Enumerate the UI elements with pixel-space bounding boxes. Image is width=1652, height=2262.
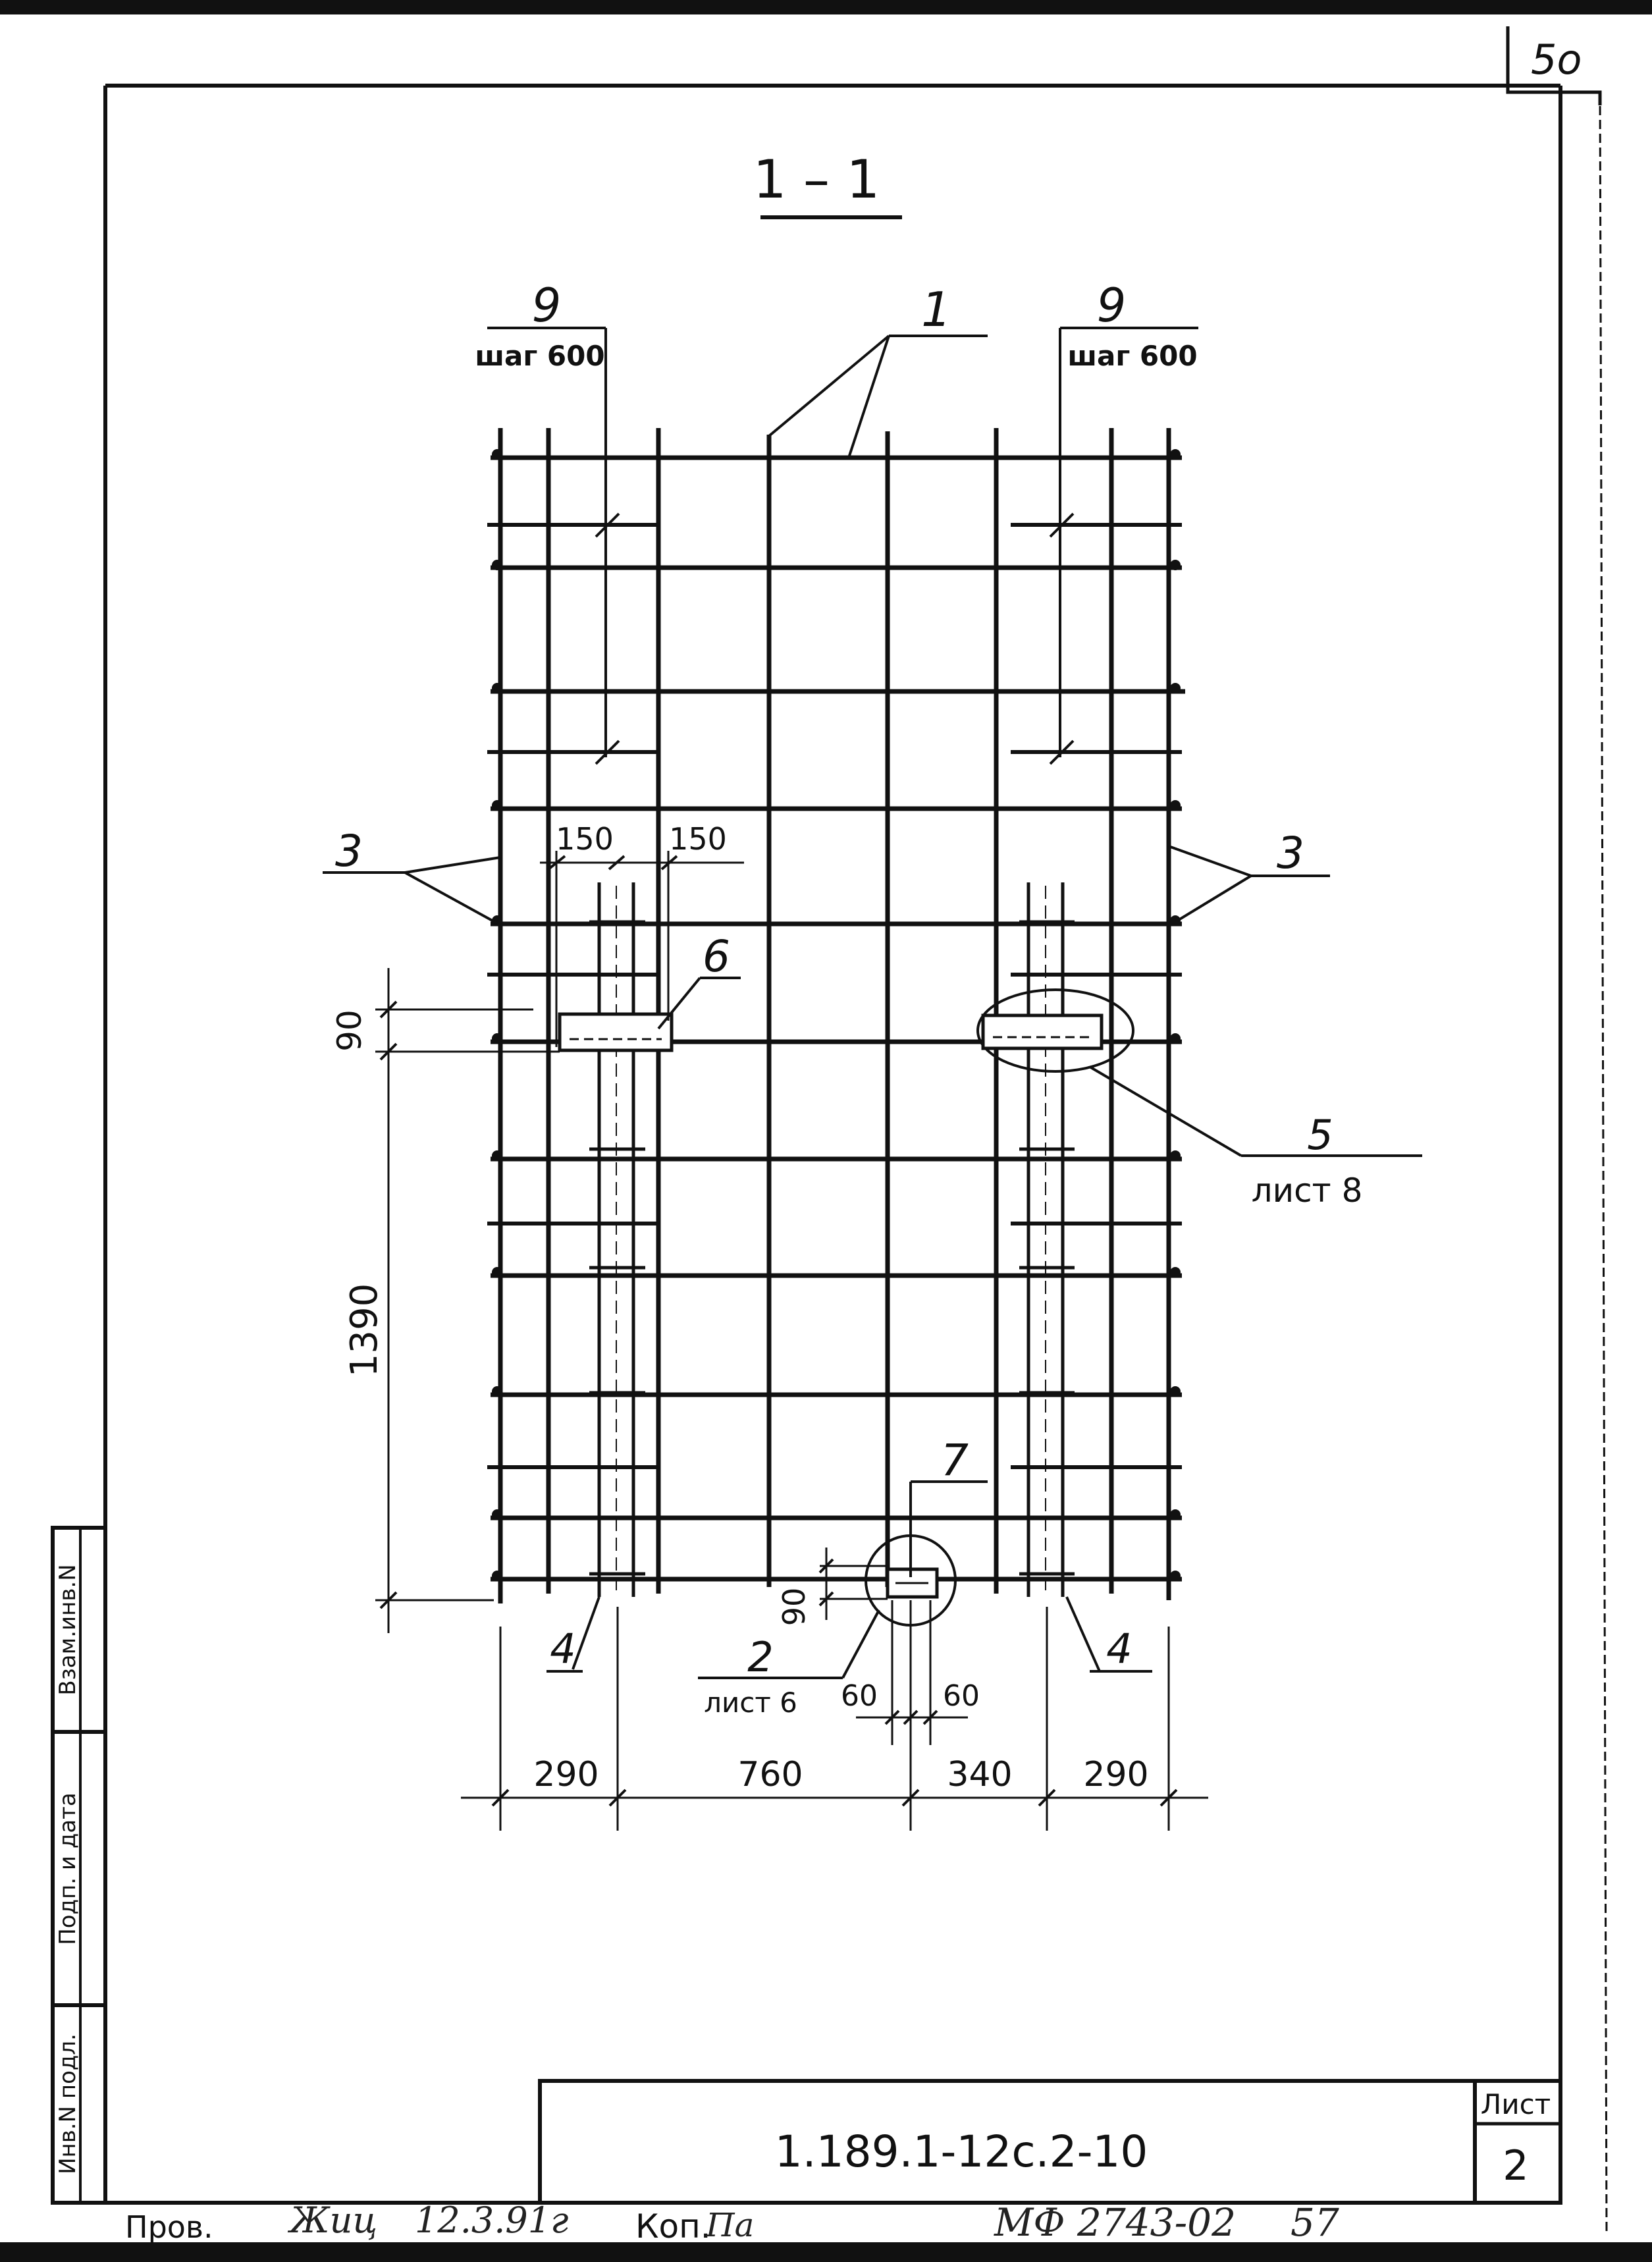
section-title-text: 1 – 1 bbox=[753, 149, 880, 210]
dim-chain-1: 290 bbox=[533, 1755, 599, 1794]
short-horizontal-rebars bbox=[487, 523, 1182, 1469]
rebar-end-dots bbox=[492, 449, 1181, 1581]
stamp-podp-data: Подп. и дата bbox=[55, 1792, 81, 1945]
dim-90-bottom: 90 bbox=[776, 1588, 812, 1627]
footer-date: 12.3.91г bbox=[415, 2199, 568, 2241]
callout-3-left: 3 bbox=[335, 826, 363, 876]
callout-1: 1 bbox=[921, 282, 951, 337]
footer-archive-number: МФ 2743-02 bbox=[994, 2200, 1236, 2245]
dim-60-left: 60 bbox=[841, 1679, 878, 1713]
callout-5-note: лист 8 bbox=[1252, 1171, 1363, 1210]
callout-6: 6 bbox=[703, 931, 730, 982]
title-block: 1.189.1-12с.2-10 Лист 2 bbox=[538, 2079, 1562, 2205]
section-title: 1 – 1 bbox=[753, 149, 902, 219]
dim-1390: 1390 bbox=[343, 1283, 386, 1378]
callout-9-right-note: шаг 600 bbox=[1067, 340, 1197, 372]
callout-labels: 1 9 шаг 600 9 шаг 600 3 3 6 5 лист 8 7 2… bbox=[335, 279, 1362, 1719]
sheet-number: 2 bbox=[1503, 2141, 1528, 2190]
footer-stamp: Пров. Жиц 12.3.91г Коп. Па МФ 2743-02 57 bbox=[125, 2199, 1339, 2246]
footer-copier-name: Па bbox=[705, 2206, 754, 2244]
callout-2-note: лист 6 bbox=[704, 1686, 797, 1719]
dim-150-left: 150 bbox=[556, 821, 614, 857]
dim-90-vertical: 90 bbox=[331, 1010, 369, 1052]
footer-checker-name: Жиц bbox=[287, 2199, 377, 2241]
embedded-plate-5 bbox=[976, 988, 1134, 1073]
dimension-labels: 150 150 90 1390 90 60 60 290 760 340 290 bbox=[331, 821, 1149, 1794]
callout-2: 2 bbox=[747, 1633, 773, 1681]
embedded-plate-6 bbox=[558, 1012, 674, 1052]
dimension-lines bbox=[375, 851, 1208, 1831]
column-rebars-left bbox=[589, 882, 645, 1597]
footer-copied-label: Коп. bbox=[635, 2207, 711, 2246]
sheet-label: Лист bbox=[1481, 2088, 1551, 2120]
leader-lines bbox=[323, 327, 1422, 1679]
dim-chain-4: 290 bbox=[1083, 1755, 1148, 1794]
callout-9-right: 9 bbox=[1097, 279, 1127, 333]
footer-checked-label: Пров. bbox=[125, 2209, 213, 2245]
dim-60-right: 60 bbox=[943, 1679, 980, 1713]
callout-4-left: 4 bbox=[550, 1625, 575, 1673]
dim-150-right: 150 bbox=[669, 821, 727, 857]
page-number: 5o bbox=[1531, 36, 1582, 84]
dim-chain-2: 760 bbox=[737, 1755, 803, 1794]
dim-chain-3: 340 bbox=[947, 1755, 1012, 1794]
column-rebars-right bbox=[1019, 882, 1075, 1597]
callout-9-left-note: шаг 600 bbox=[475, 340, 604, 372]
callout-7: 7 bbox=[941, 1435, 969, 1486]
callout-3-right: 3 bbox=[1277, 828, 1304, 878]
stamp-vzam-inv: Взам.инв.N bbox=[55, 1564, 81, 1695]
callout-9-left: 9 bbox=[532, 279, 562, 333]
page-number-box: 5o bbox=[1506, 26, 1602, 105]
stamp-inv-podl: Инв.N подл. bbox=[55, 2033, 81, 2174]
side-stamp: Взам.инв.N Подп. и дата Инв.N подл. bbox=[51, 1526, 107, 2205]
vertical-rebars bbox=[498, 428, 1171, 1603]
footer-archive-sheet: 57 bbox=[1291, 2200, 1339, 2245]
callout-5: 5 bbox=[1307, 1111, 1333, 1159]
callout-4-right: 4 bbox=[1106, 1625, 1132, 1673]
drawing-code: 1.189.1-12с.2-10 bbox=[775, 2126, 1148, 2177]
